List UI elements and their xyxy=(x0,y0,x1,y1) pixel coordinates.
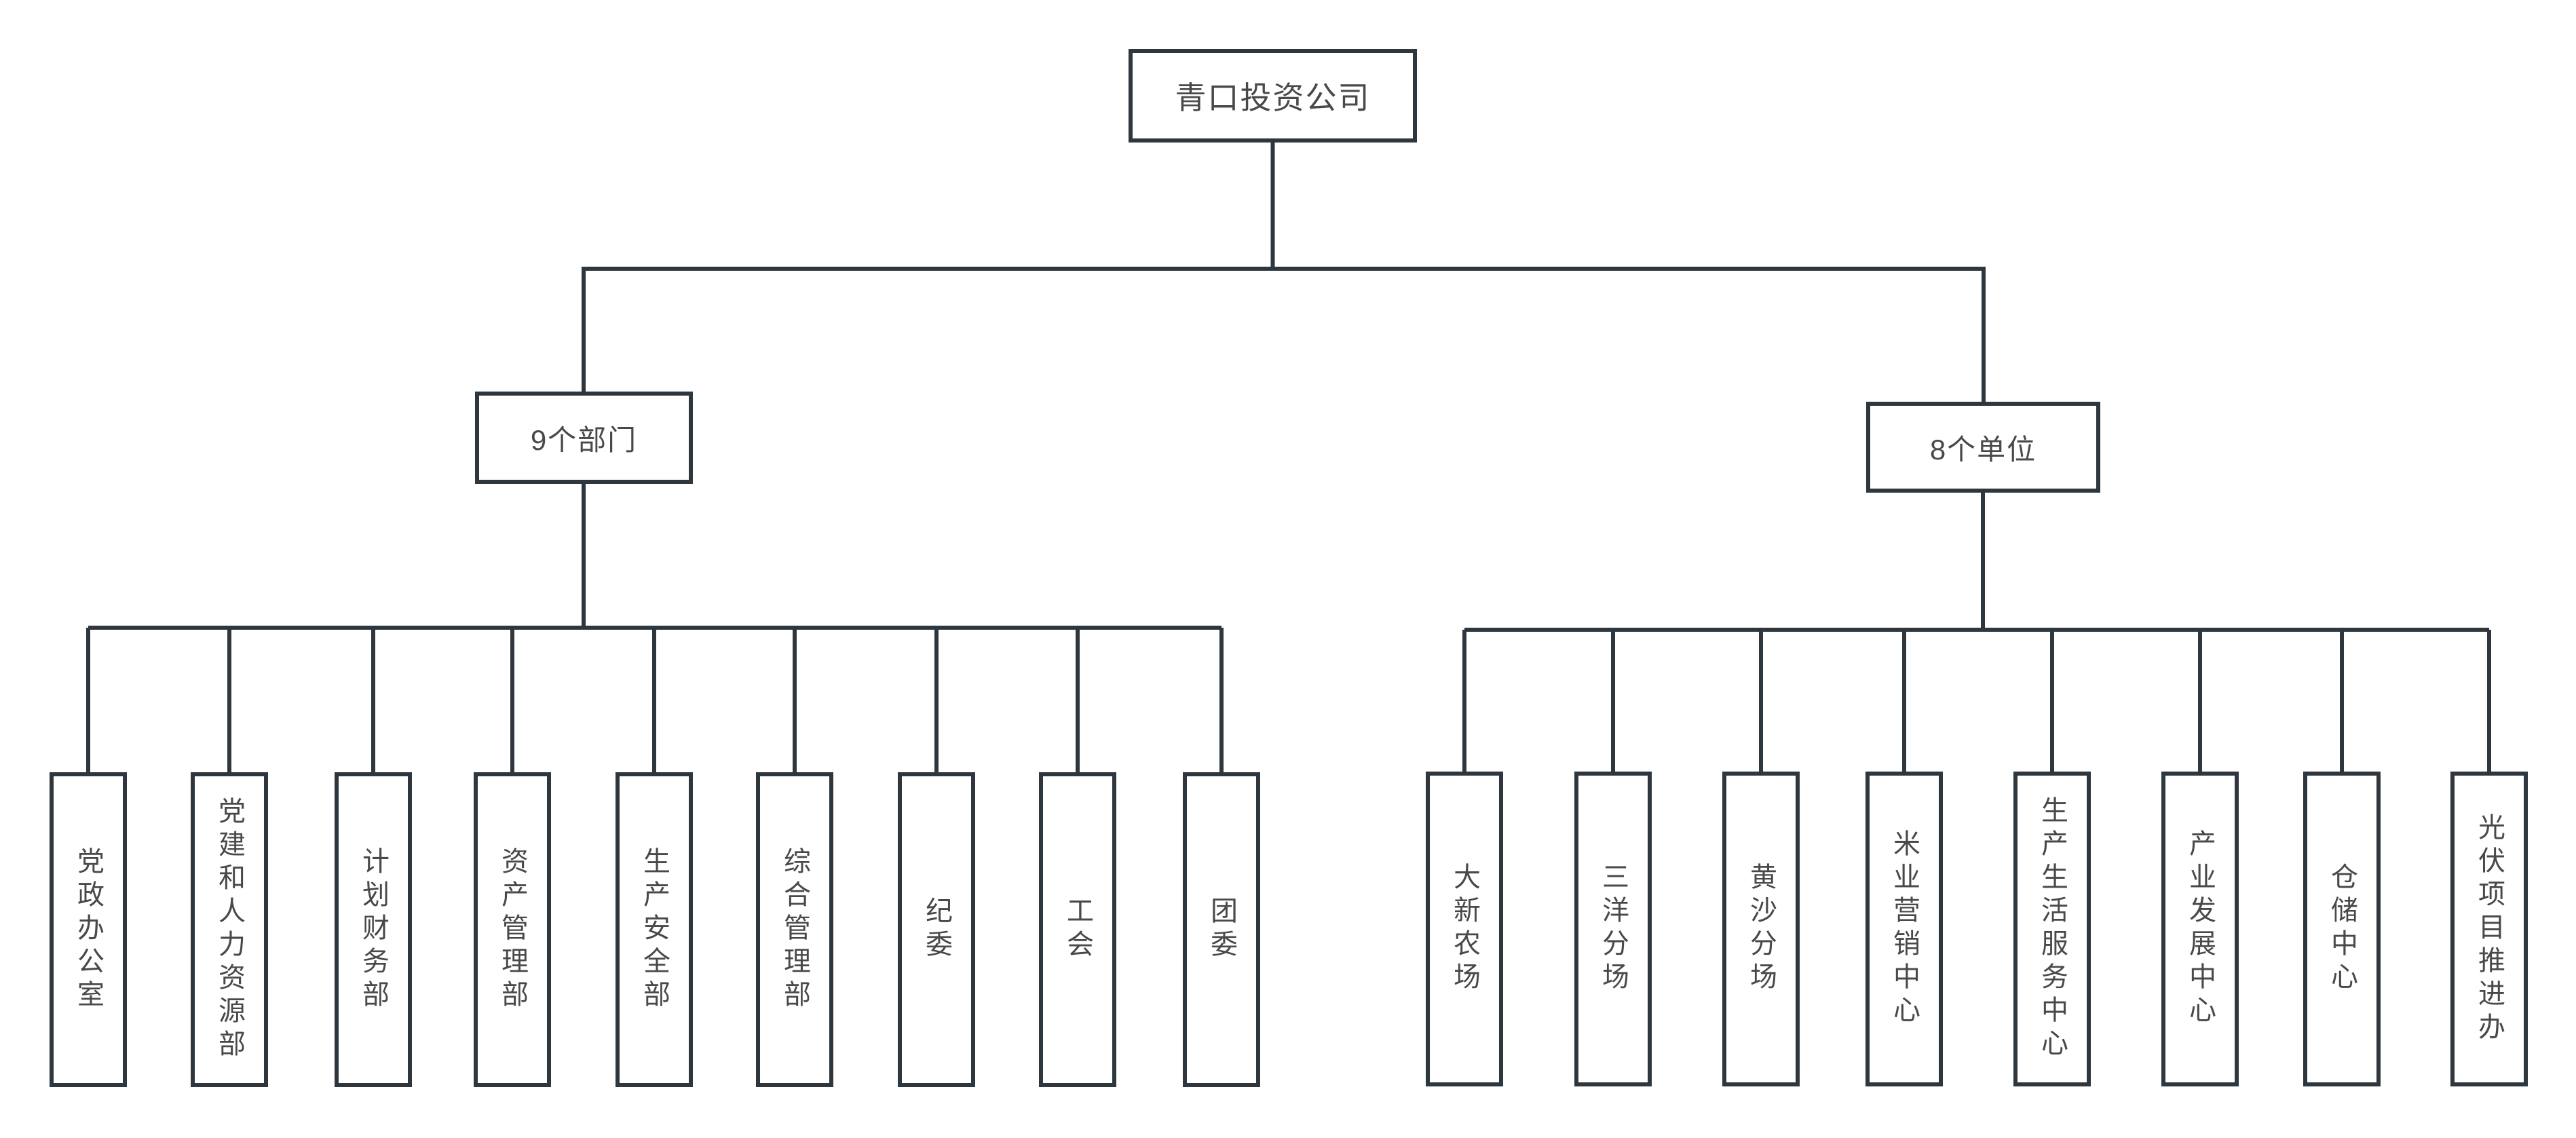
dept-node-5: 生产安全部 xyxy=(615,772,693,1087)
dept-node-label: 计划财务部 xyxy=(358,846,388,1013)
connector-units-fan xyxy=(1462,491,2491,774)
departments-group-label: 9个部门 xyxy=(530,423,638,456)
dept-node-label: 资产管理部 xyxy=(497,846,527,1013)
dept-node-label: 纪委 xyxy=(922,896,951,963)
unit-node-3: 黄沙分场 xyxy=(1722,772,1800,1086)
dept-node-label: 党政办公室 xyxy=(73,846,103,1013)
dept-node-1: 党政办公室 xyxy=(50,772,127,1087)
unit-node-2: 三洋分场 xyxy=(1574,772,1652,1086)
dept-node-2: 党建和人力资源部 xyxy=(191,772,268,1087)
dept-node-6: 综合管理部 xyxy=(756,772,833,1087)
root-node-label: 青口投资公司 xyxy=(1175,80,1371,115)
unit-node-4: 米业营销中心 xyxy=(1865,772,1943,1086)
unit-node-8: 光伏项目推进办 xyxy=(2450,772,2528,1086)
unit-node-1: 大新农场 xyxy=(1426,772,1503,1086)
unit-node-5: 生产生活服务中心 xyxy=(2013,772,2091,1086)
dept-node-9: 团委 xyxy=(1183,772,1260,1087)
dept-node-label: 综合管理部 xyxy=(780,846,810,1013)
dept-node-8: 工会 xyxy=(1039,772,1116,1087)
units-group-node: 8个单位 xyxy=(1866,402,2100,493)
unit-node-label: 米业营销中心 xyxy=(1889,829,1919,1029)
connector-departments-fan xyxy=(86,482,1224,774)
unit-node-label: 生产生活服务中心 xyxy=(2037,796,2067,1062)
dept-node-4: 资产管理部 xyxy=(474,772,551,1087)
dept-node-label: 党建和人力资源部 xyxy=(214,797,244,1063)
departments-group-node: 9个部门 xyxy=(475,392,693,484)
unit-node-6: 产业发展中心 xyxy=(2161,772,2239,1086)
unit-node-label: 光伏项目推进办 xyxy=(2474,812,2504,1046)
connector-root-to-branches xyxy=(582,141,1986,404)
unit-node-7: 仓储中心 xyxy=(2303,772,2381,1086)
dept-node-3: 计划财务部 xyxy=(335,772,412,1087)
units-group-label: 8个单位 xyxy=(1929,433,2037,466)
unit-node-label: 产业发展中心 xyxy=(2185,829,2215,1029)
dept-node-label: 工会 xyxy=(1063,896,1093,963)
unit-node-label: 大新农场 xyxy=(1450,862,1479,995)
unit-node-label: 仓储中心 xyxy=(2327,862,2357,995)
dept-node-label: 团委 xyxy=(1207,896,1236,963)
dept-node-7: 纪委 xyxy=(898,772,975,1087)
unit-node-label: 三洋分场 xyxy=(1598,862,1628,995)
root-node: 青口投资公司 xyxy=(1129,49,1417,143)
dept-node-label: 生产安全部 xyxy=(639,846,669,1013)
unit-node-label: 黄沙分场 xyxy=(1746,862,1776,995)
